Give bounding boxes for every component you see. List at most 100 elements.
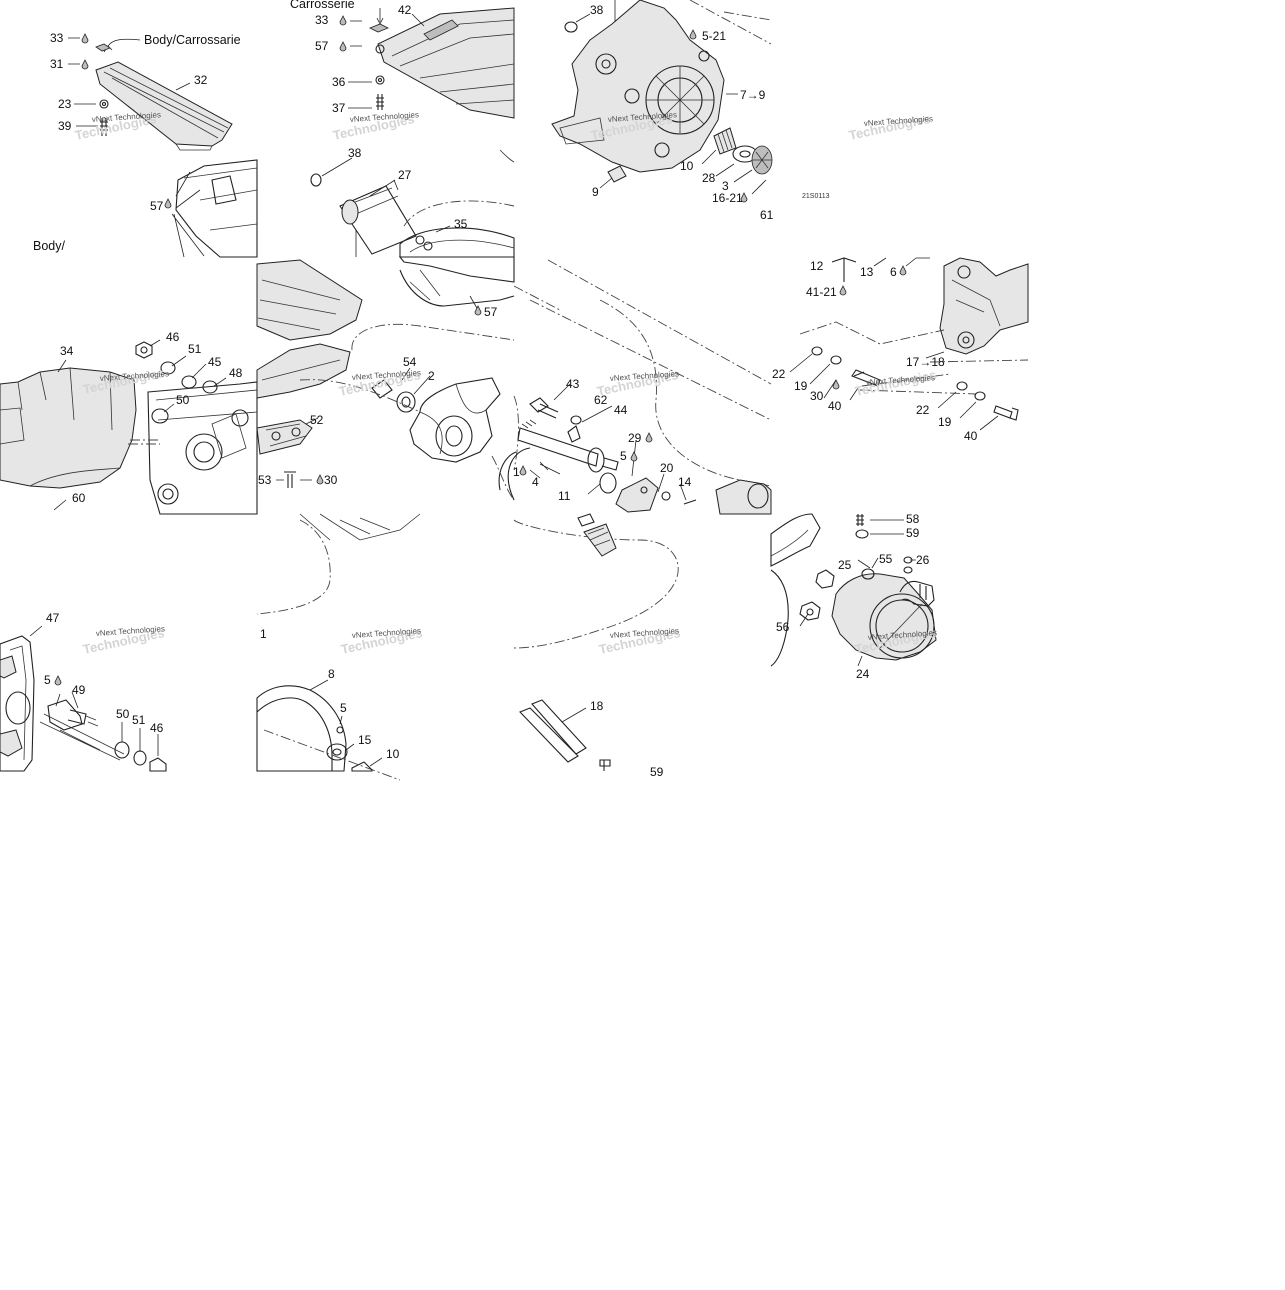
callout: 19	[794, 379, 808, 393]
callout: 54	[403, 355, 417, 369]
callout: 51	[188, 342, 202, 356]
callout: 25	[838, 558, 852, 572]
wear-ring-part	[256, 685, 347, 772]
callout: 38	[590, 3, 604, 17]
tile-10-wear-ring: 1 8 5 15 10 Technologies vNext Technolog…	[256, 513, 424, 781]
callout: 50	[176, 393, 190, 407]
callout: 18	[590, 699, 604, 713]
callout: 30	[324, 473, 338, 487]
callout: 51	[132, 713, 146, 727]
ride-plate-part	[377, 7, 515, 119]
callout: 17→18	[906, 355, 945, 369]
callout: 14	[678, 475, 692, 489]
callout: 31	[50, 57, 64, 71]
callout: 7→9	[740, 88, 766, 102]
body-label: Body/Carrossarie	[144, 33, 241, 47]
tile-11-pins: 18 59 Technologies vNext Technologies	[513, 513, 682, 779]
callout: 61	[760, 208, 774, 222]
callout: 62	[594, 393, 608, 407]
callout: 19	[938, 415, 952, 429]
intake-grate-part	[95, 61, 233, 147]
tile-5-venturi: 34 46 51 45 48 50 60 Technologies vNext …	[0, 330, 258, 515]
callout: 59	[650, 765, 664, 779]
callout: 44	[614, 403, 628, 417]
callout: 33	[50, 31, 64, 45]
impeller-part	[409, 377, 501, 463]
body-label: Body/	[33, 239, 65, 253]
callout: 8	[328, 667, 335, 681]
callout: 26	[916, 553, 930, 567]
callout: 46	[166, 330, 180, 344]
callout: 42	[398, 3, 412, 17]
callout: 57	[315, 39, 329, 53]
callout: 24	[856, 667, 870, 681]
callout: 5-21	[702, 29, 726, 43]
callout: 58	[906, 512, 920, 526]
callout: 28	[702, 171, 716, 185]
callout: 56	[776, 620, 790, 634]
callout: 57	[150, 199, 164, 213]
callout: 55	[879, 552, 893, 566]
callout: 49	[72, 683, 86, 697]
tile-3-pump-housing: 38 5-21 7→9 10 28 3 16-21 9 61 Technolog…	[551, 0, 774, 222]
callout: 5	[44, 673, 51, 687]
callout: 39	[58, 119, 72, 133]
callout: 50	[116, 707, 130, 721]
callout: 30	[810, 389, 824, 403]
callout: 4	[532, 475, 539, 489]
callout: 40	[828, 399, 842, 413]
callout: 37	[332, 101, 346, 115]
callout: 5	[340, 701, 347, 715]
callout: 57	[484, 305, 498, 319]
tile-6-impeller: 54 2 52 53 30 57 Technologies vNext Tech…	[256, 256, 515, 501]
callout: 10	[680, 159, 694, 173]
callout: 59	[906, 526, 920, 540]
callout: 1	[513, 465, 520, 479]
callout: 60	[72, 491, 86, 505]
pump-housing-part	[551, 0, 725, 173]
callout: 34	[60, 344, 74, 358]
callout: 22	[916, 403, 930, 417]
callout: 22	[772, 367, 786, 381]
callout: 27	[398, 168, 412, 182]
callout: 52	[310, 413, 324, 427]
tile-7-drive-shaft: 43 62 44 29 5 1 4 11 20 14 Technologies …	[498, 259, 772, 515]
callout: 33	[315, 13, 329, 27]
tile-12-steering-nozzle: 58 59 55 25 26 56 24 Technologies vNext …	[770, 512, 938, 681]
callout: 9	[592, 185, 599, 199]
tile-9-nozzle-side: 47 5 49 50 51 46 Technologies vNext Tech…	[0, 611, 167, 772]
callout: 29	[628, 431, 642, 445]
callout: 1	[260, 627, 267, 641]
figure-code: 21S0113	[802, 193, 830, 200]
callout: 40	[964, 429, 978, 443]
callout: 13	[860, 265, 874, 279]
callout: 3	[722, 179, 729, 193]
body-label: Carrosserie	[290, 0, 355, 11]
callout: 46	[150, 721, 164, 735]
callout: 15	[358, 733, 372, 747]
callout: 16-21	[712, 191, 743, 205]
callout: 5	[620, 449, 627, 463]
callout: 12	[810, 259, 824, 273]
callout: 48	[229, 366, 243, 380]
callout: 20	[660, 461, 674, 475]
tile-2-ride-plate: 33 57 36 37 42 38 27 35 Carrosserie Tech…	[290, 0, 515, 258]
tile-1-intake-grate: 33 31 23 39 32 57 Body/Carrossarie Body/…	[33, 31, 258, 258]
drive-shaft-part	[517, 427, 599, 467]
callout: 36	[332, 75, 346, 89]
callout: 38	[348, 146, 362, 160]
callout: 2	[428, 369, 435, 383]
callout: 43	[566, 377, 580, 391]
callout: 11	[558, 489, 571, 503]
callout: 41-21	[806, 285, 837, 299]
tile-8-steering-bracket: 12 13 6 41-21 17→18 22 19 30 40 22 19 40…	[772, 257, 1029, 443]
callout: 10	[386, 747, 400, 761]
reverse-gate-part	[0, 367, 137, 489]
callout: 32	[194, 73, 208, 87]
callout: 6	[890, 265, 897, 279]
callout: 23	[58, 97, 72, 111]
callout: 53	[258, 473, 272, 487]
callout: 47	[46, 611, 60, 625]
